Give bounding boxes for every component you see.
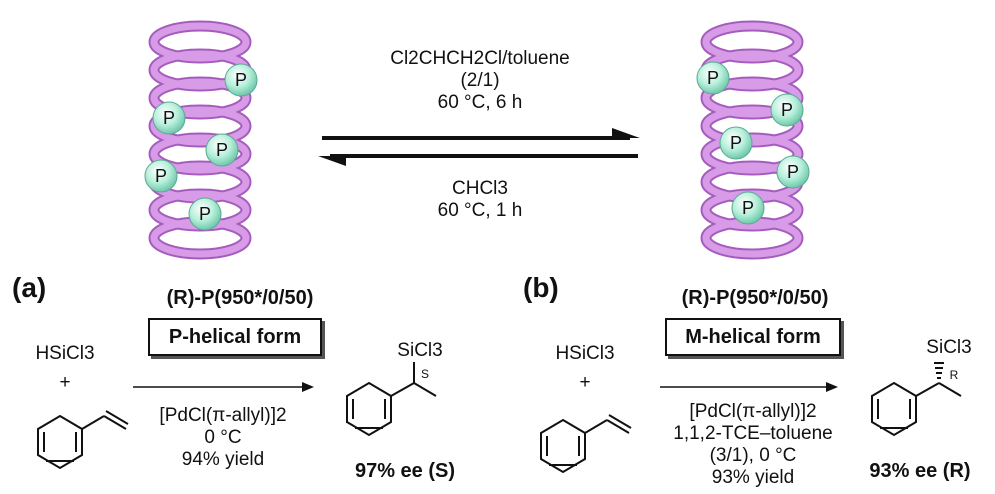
panel-b-form-box: M-helical form xyxy=(665,318,841,356)
forward-solvent: Cl2CHCH2Cl/toluene xyxy=(390,48,570,69)
styrene-structure-a xyxy=(37,410,129,470)
panel-a-reagent: HSiCl3 xyxy=(35,343,95,364)
panel-a-label: (a) xyxy=(12,272,47,303)
bead-label: P xyxy=(729,133,742,153)
panel-b-solvent: 1,1,2-TCE–toluene xyxy=(673,423,833,444)
bead-label: P xyxy=(198,204,211,224)
styrene-structure-b xyxy=(540,414,632,474)
panel-b-catalyst: [PdCl(π-allyl)]2 xyxy=(689,401,817,422)
panel-b-plus: + xyxy=(579,372,591,393)
panel-b-product-group: SiCl3 xyxy=(926,337,972,358)
panel-a-plus: + xyxy=(59,372,71,393)
bead-label: P xyxy=(162,108,175,128)
panel-b-yield: 93% yield xyxy=(711,467,795,488)
panel-a-catalyst: [PdCl(π-allyl)]2 xyxy=(159,405,287,426)
product-structure-b xyxy=(871,381,962,437)
panel-a-product-group: SiCl3 xyxy=(397,340,443,361)
panel-a-stereo-label: S xyxy=(420,367,429,381)
bead-label: P xyxy=(154,166,167,186)
panel-a-polymer: (R)-P(950*/0/50) xyxy=(166,287,314,309)
m-helix-beads xyxy=(696,61,810,225)
panel-a-temp: 0 °C xyxy=(204,427,242,448)
reverse-conditions: CHCl3 60 °C, 1 h xyxy=(340,178,620,222)
bead-label: P xyxy=(215,140,228,160)
product-structure-a xyxy=(346,362,437,437)
bead-label: P xyxy=(786,162,799,182)
panel-b-polymer: (R)-P(950*/0/50) xyxy=(681,287,829,309)
forward-conditions: Cl2CHCH2Cl/toluene (2/1) 60 °C, 6 h xyxy=(340,48,620,114)
bead-label: P xyxy=(780,100,793,120)
hashed-bond-b xyxy=(934,362,944,379)
reverse-solvent: CHCl3 xyxy=(452,178,508,199)
equilibrium-arrows xyxy=(318,128,640,166)
panel-a-ee: 97% ee (S) xyxy=(354,460,456,482)
forward-ratio: (2/1) xyxy=(460,70,500,91)
bead-label: P xyxy=(706,68,719,88)
reverse-temp-time: 60 °C, 1 h xyxy=(437,200,523,221)
panel-b-label: (b) xyxy=(523,272,559,303)
panel-b-ee: 93% ee (R) xyxy=(869,460,971,482)
panel-b-reagent: HSiCl3 xyxy=(555,343,615,364)
panel-a-form-box: P-helical form xyxy=(148,318,322,356)
panel-a-yield: 94% yield xyxy=(181,449,265,470)
forward-temp-time: 60 °C, 6 h xyxy=(437,92,523,113)
panel-b-ratio-temp: (3/1), 0 °C xyxy=(709,445,797,466)
reaction-arrows xyxy=(133,382,838,392)
bead-label: P xyxy=(234,70,247,90)
panel-b-stereo-label: R xyxy=(949,368,959,382)
bead-label: P xyxy=(741,198,754,218)
p-helix-beads xyxy=(144,63,258,231)
